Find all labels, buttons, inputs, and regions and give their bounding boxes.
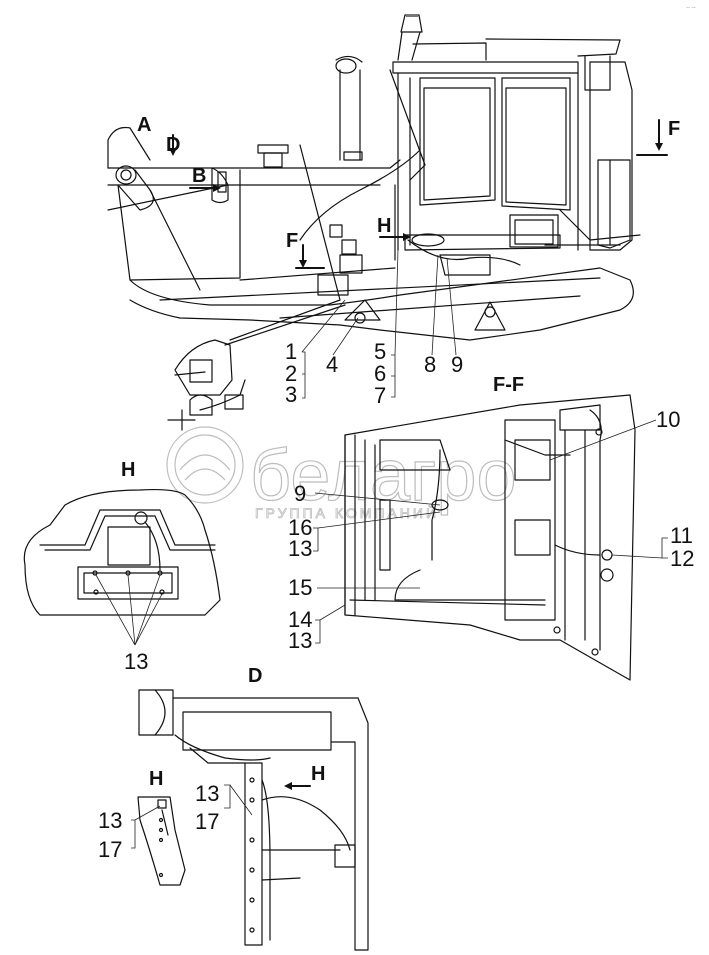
watermark: белагро ГРУППА КОМПАНИЙ bbox=[166, 426, 517, 521]
watermark-logo-icon bbox=[166, 426, 244, 504]
callout-ff-13-lower: 13 bbox=[288, 628, 312, 653]
corner-mark: -- -- bbox=[686, 5, 696, 11]
view-label-f-right: F bbox=[668, 118, 680, 140]
view-label-h-arrow: H bbox=[377, 215, 391, 237]
callout-hb-17: 17 bbox=[98, 837, 122, 862]
section-arrows bbox=[169, 119, 668, 269]
callout-4: 4 bbox=[326, 352, 338, 377]
callout-d-17: 17 bbox=[195, 809, 219, 834]
callout-ff-12: 12 bbox=[670, 546, 694, 571]
watermark-brand: белагро bbox=[250, 436, 516, 516]
callout-6: 6 bbox=[374, 361, 386, 386]
view-label-f-left: F bbox=[286, 230, 298, 252]
callout-2: 2 bbox=[285, 361, 297, 386]
watermark-subtitle: ГРУППА КОМПАНИЙ bbox=[255, 504, 439, 521]
view-label-a: A bbox=[137, 114, 151, 136]
callout-9: 9 bbox=[451, 352, 463, 377]
callout-h-13: 13 bbox=[124, 649, 148, 674]
callout-ff-11: 11 bbox=[670, 523, 693, 548]
callout-ff-16: 16 bbox=[288, 515, 312, 540]
view-title-d: D bbox=[248, 665, 262, 687]
section-title-ff: F-F bbox=[493, 374, 524, 396]
section-ff-drawing bbox=[344, 394, 636, 681]
main-callouts: 1 2 3 4 5 6 7 8 9 bbox=[285, 249, 463, 408]
callout-ff-10: 10 bbox=[656, 407, 680, 432]
view-label-d-arrow: D bbox=[166, 134, 180, 156]
callout-ff-15: 15 bbox=[288, 575, 312, 600]
callout-hb-13: 13 bbox=[98, 808, 122, 833]
view-label-h-arrow-d: H bbox=[311, 763, 325, 785]
detail-h-left-drawing bbox=[23, 488, 221, 646]
callout-5: 5 bbox=[374, 339, 386, 364]
callout-ff-9: 9 bbox=[294, 481, 306, 506]
view-d-drawing bbox=[138, 689, 369, 951]
section-ff-callouts: 9 16 13 15 14 13 10 11 12 bbox=[288, 407, 694, 653]
detail-title-h-left: H bbox=[121, 459, 135, 481]
callout-8: 8 bbox=[424, 352, 436, 377]
callout-3: 3 bbox=[285, 382, 297, 407]
callout-ff-14: 14 bbox=[288, 607, 312, 632]
detail-title-h-bottom: H bbox=[149, 768, 163, 790]
detail-h-bottom-drawing bbox=[131, 796, 186, 886]
callout-7: 7 bbox=[374, 383, 386, 408]
tractor-side-view bbox=[107, 14, 641, 431]
callout-1: 1 bbox=[285, 339, 297, 364]
view-label-b: B bbox=[192, 165, 206, 187]
callout-d-13: 13 bbox=[195, 781, 219, 806]
callout-ff-13-upper: 13 bbox=[288, 536, 312, 561]
